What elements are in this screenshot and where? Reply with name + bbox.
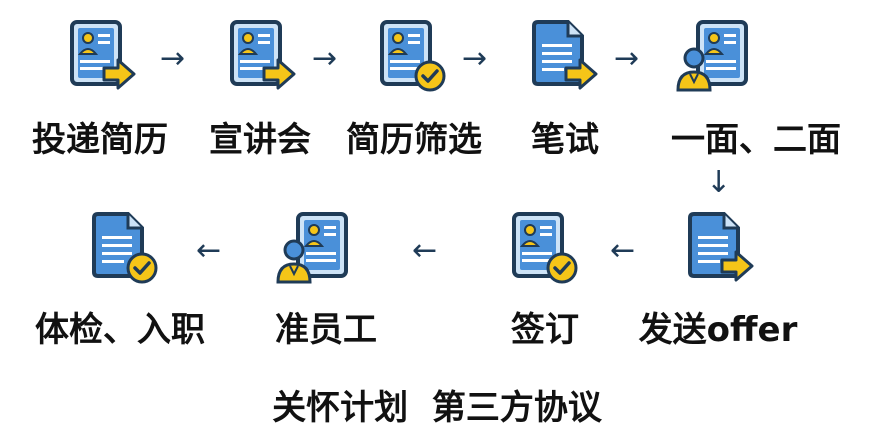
step-label: 准员工 bbox=[275, 310, 377, 350]
document-arrow-icon bbox=[524, 18, 604, 98]
interviewer-resume-icon bbox=[676, 18, 756, 98]
step-label: 笔试 bbox=[531, 120, 599, 160]
resume-arrow-icon bbox=[222, 18, 302, 98]
arrow-left: ← bbox=[412, 233, 438, 268]
arrow-right: → bbox=[312, 41, 338, 76]
step-label: 一面、二面 bbox=[671, 120, 841, 160]
step-label: 投递简历 bbox=[32, 120, 168, 160]
arrow-right: → bbox=[160, 41, 186, 76]
step-label: 签订 bbox=[511, 310, 579, 350]
arrow-left: ← bbox=[610, 233, 636, 268]
arrow-down: ↓ bbox=[706, 165, 732, 200]
resume-arrow-icon bbox=[62, 18, 142, 98]
step-label: 简历筛选 bbox=[346, 120, 482, 160]
arrow-left: ← bbox=[196, 233, 222, 268]
resume-check-icon bbox=[504, 210, 584, 290]
step-label: 宣讲会 bbox=[209, 120, 311, 160]
interviewer-resume-icon bbox=[276, 210, 356, 290]
footer-text: 关怀计划 第三方协议 bbox=[272, 388, 602, 428]
resume-check-icon bbox=[372, 18, 452, 98]
arrow-right: → bbox=[462, 41, 488, 76]
arrow-right: → bbox=[614, 41, 640, 76]
step-label: 发送offer bbox=[638, 310, 798, 350]
document-arrow-icon bbox=[680, 210, 760, 290]
step-label: 体检、入职 bbox=[35, 310, 205, 350]
document-check-icon bbox=[84, 210, 164, 290]
